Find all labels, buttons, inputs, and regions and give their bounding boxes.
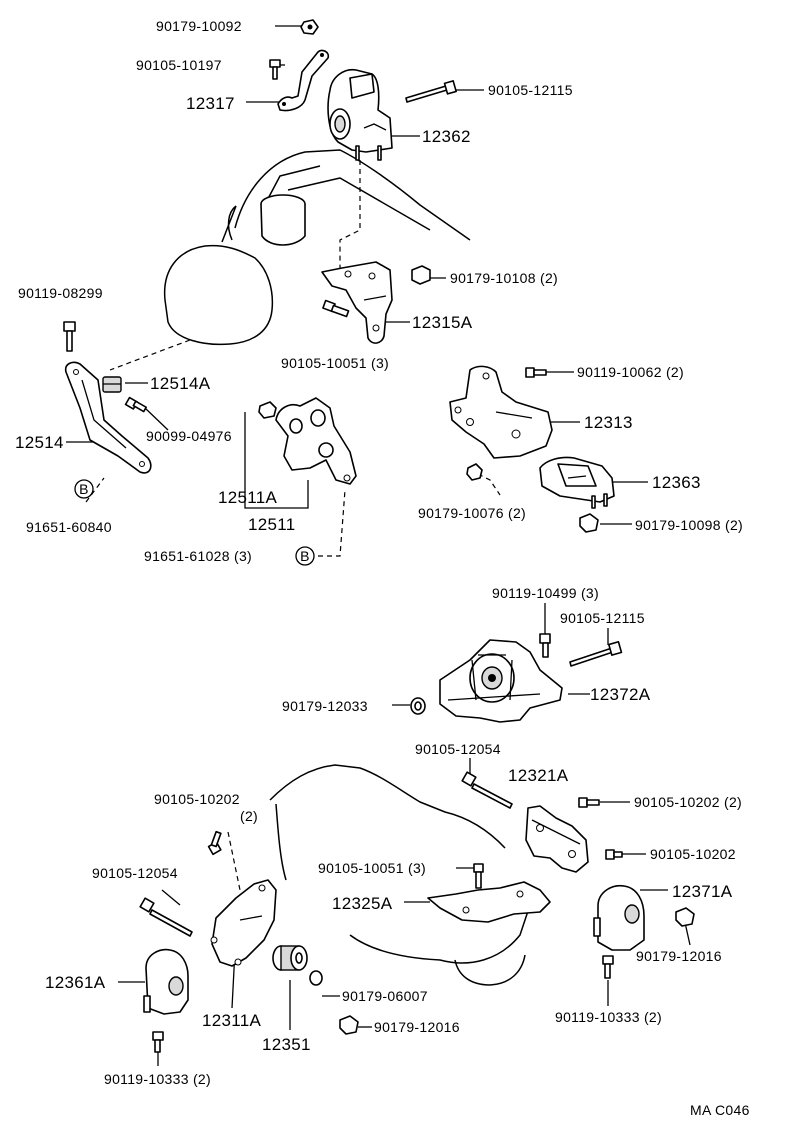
bolt-90105-10202-right: [605, 849, 623, 860]
label-90179-12016-right: 90179-12016: [636, 948, 722, 964]
transaxle-outline: [269, 764, 531, 986]
bracket-12317: [277, 49, 330, 112]
nut-90179-06007: [309, 970, 323, 986]
bolt-90105-10197: [269, 59, 281, 80]
label-90179-10076: 90179-10076 (2): [418, 505, 526, 521]
label-12317: 12317: [186, 94, 235, 113]
label-12321A: 12321A: [508, 766, 569, 785]
label-90105-10202-right2: 90105-10202 (2): [634, 794, 742, 810]
label-90179-10098: 90179-10098 (2): [635, 517, 743, 533]
label-12363: 12363: [652, 473, 701, 492]
ref-circle-B-right: B: [295, 546, 315, 566]
bolt-90119-10333-right: [602, 955, 614, 979]
label-91651-61028: 91651-61028 (3): [144, 548, 252, 564]
label-90105-10202-left-qty: (2): [240, 808, 258, 824]
bracket-12313: [449, 365, 553, 459]
stay-12514: [64, 361, 152, 474]
label-90105-12115-top: 90105-12115: [488, 82, 573, 98]
bolt-90105-12115-top: [405, 80, 457, 103]
bolt-90119-08299: [63, 321, 76, 352]
label-90179-10092: 90179-10092: [156, 18, 242, 34]
label-12351: 12351: [262, 1035, 311, 1054]
engine-outline: [163, 149, 471, 346]
drawing-code: MA C046: [690, 1102, 750, 1118]
label-90105-12054-left: 90105-12054: [92, 865, 178, 881]
label-90119-10333-right: 90119-10333 (2): [555, 1009, 662, 1025]
label-90179-12016-bot: 90179-12016: [374, 1019, 460, 1035]
nut-90179-12016-right: [675, 907, 695, 927]
svg-text:B: B: [79, 481, 89, 497]
bracket-12325A: [427, 881, 551, 923]
insulator-12371A: [593, 884, 645, 951]
nut-90179-10108: [411, 265, 431, 285]
bolt-90105-10202-right2: [578, 797, 600, 808]
label-90179-12033: 90179-12033: [282, 698, 368, 714]
nut-90179-12016-bot: [339, 1015, 359, 1035]
insulator-12372A: [439, 639, 563, 723]
label-90179-06007: 90179-06007: [342, 988, 428, 1004]
leader-lines: [66, 25, 691, 1066]
ref-circle-B-left: B: [74, 479, 94, 499]
bolt-90119-10062: [525, 367, 547, 378]
label-90105-10197: 90105-10197: [136, 57, 222, 73]
nut-12511A: [258, 401, 277, 419]
nut-90179-10076: [466, 463, 483, 481]
nut-90179-12033: [410, 697, 426, 715]
label-12514A: 12514A: [150, 374, 211, 393]
bolt-90119-10499: [539, 633, 551, 658]
label-12372A: 12372A: [590, 685, 651, 704]
bolt-90105-10051-bot: [473, 863, 484, 889]
bolt-90119-10333-left: [152, 1031, 164, 1053]
label-90119-08299: 90119-08299: [18, 285, 103, 301]
bolt-90105-12115-mid: [569, 641, 623, 667]
label-90105-12115-mid: 90105-12115: [560, 610, 645, 626]
label-12313: 12313: [584, 413, 633, 432]
cushion-12514A: [102, 376, 122, 393]
svg-text:B: B: [300, 548, 310, 564]
label-12362: 12362: [422, 127, 471, 146]
bolt-90105-10051-top: [322, 299, 350, 318]
label-90105-12054-top: 90105-12054: [415, 741, 501, 757]
label-12511A: 12511A: [218, 488, 278, 507]
label-90105-10051-top: 90105-10051 (3): [281, 355, 389, 371]
label-12361A: 12361A: [45, 973, 106, 992]
bolt-90105-12054-left: [139, 897, 193, 937]
nut-90179-10098: [579, 513, 599, 533]
bracket-12311A: [210, 879, 277, 967]
bolt-90105-12054-top: [461, 771, 513, 809]
label-90105-10202-right: 90105-10202: [650, 846, 736, 862]
label-90119-10333-left: 90119-10333 (2): [104, 1071, 211, 1087]
label-12311A: 12311A: [202, 1011, 262, 1030]
label-90105-10202-left: 90105-10202: [154, 791, 240, 807]
part-number-labels: 90179-10092 90105-10197 12317 90105-1211…: [15, 18, 750, 1118]
label-90119-10062: 90119-10062 (2): [577, 364, 684, 380]
label-90105-10051-bot: 90105-10051 (3): [318, 860, 426, 876]
insulator-12362: [327, 68, 393, 161]
label-90179-10108: 90179-10108 (2): [450, 270, 558, 286]
bracket-12315A: [321, 261, 393, 344]
label-12315A: 12315A: [412, 313, 473, 332]
bushing-12351: [272, 945, 308, 971]
bracket-12511: [275, 397, 357, 485]
label-90099-04976: 90099-04976: [146, 428, 232, 444]
label-12371A: 12371A: [672, 882, 733, 901]
label-12325A: 12325A: [332, 894, 393, 913]
assembly-lines: [85, 160, 501, 891]
bolt-90105-10202-left: [207, 830, 222, 856]
insulator-12363: [539, 456, 615, 509]
label-12511: 12511: [248, 515, 296, 534]
label-12514: 12514: [15, 433, 64, 452]
nut-90179-10092: [300, 19, 319, 35]
label-90119-10499: 90119-10499 (3): [492, 585, 599, 601]
bracket-12321A: [525, 805, 589, 873]
insulator-12361A: [143, 948, 189, 1015]
bolt-90099-04976: [124, 396, 147, 413]
label-91651-60840: 91651-60840: [26, 519, 112, 535]
